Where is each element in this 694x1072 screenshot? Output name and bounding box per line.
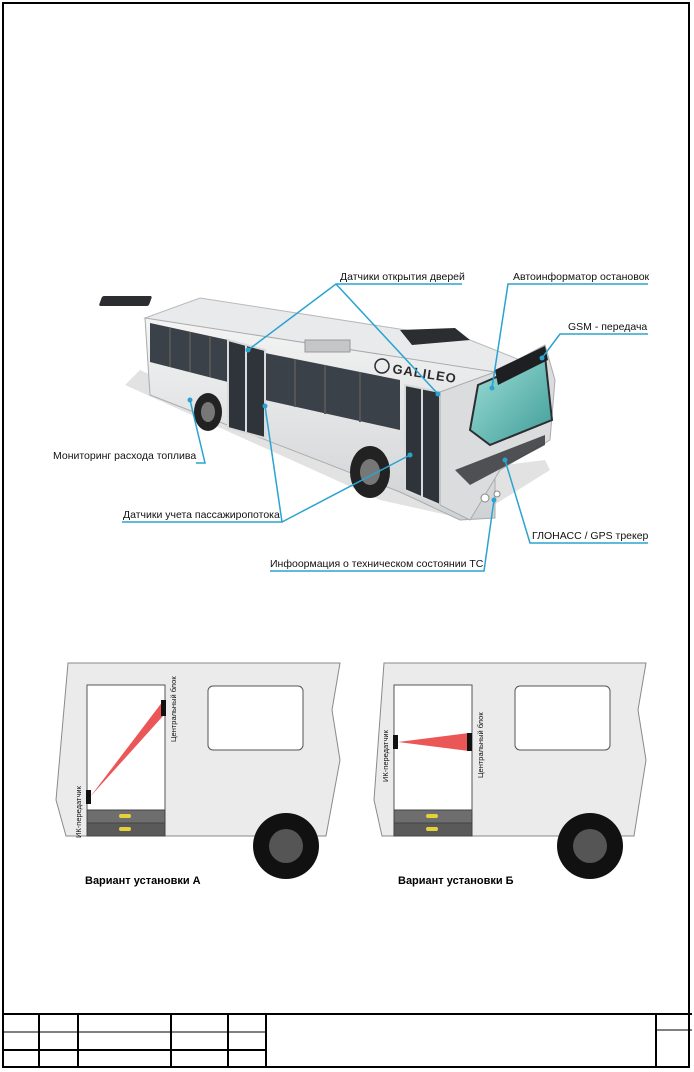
variant-a-central-unit-label: Центральный блок (169, 676, 178, 742)
label-gsm: GSM - передача (568, 321, 647, 333)
variant-b-diagram: ИК-передатчик Центральный блок (373, 662, 647, 879)
callout-dots (187, 347, 545, 503)
variant-b-caption: Вариант установки Б (398, 875, 514, 887)
label-fuel-monitoring: Мониторинг расхода топлива (53, 450, 196, 462)
title-block (2, 1013, 692, 1068)
callout-lines (122, 283, 648, 572)
variant-b-central-unit-label: Центральный блок (476, 712, 485, 778)
label-gps-tracker: ГЛОНАСС / GPS трекер (532, 530, 649, 542)
variant-b-transmitter-label: ИК-передатчик (381, 729, 390, 782)
bus-illustration: GALILEO (99, 296, 556, 521)
label-tech-state: Инфоормация о техническом состоянии ТС (270, 558, 484, 570)
variant-a-diagram: ИК-передатчик Центральный блок (55, 662, 341, 879)
label-passenger-count: Датчики учета пассажиропотока (123, 509, 280, 521)
variant-a-caption: Вариант установки А (85, 875, 201, 887)
label-door-sensors: Датчики открытия дверей (340, 271, 465, 283)
variant-a-transmitter-label: ИК-передатчик (74, 785, 83, 838)
label-stop-announcer: Автоинформатор остановок (513, 271, 650, 283)
